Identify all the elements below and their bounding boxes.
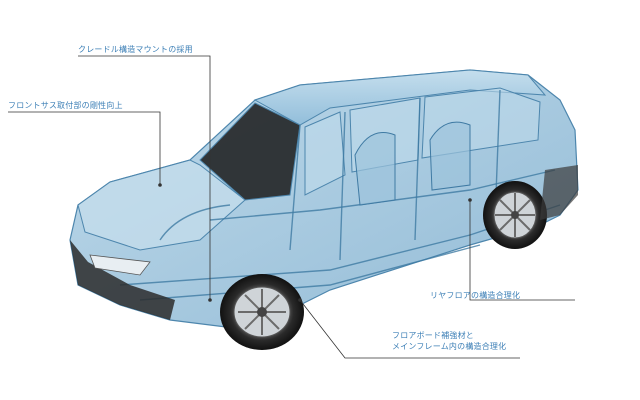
car-roof [253,69,547,126]
leader-dots [158,183,472,302]
rear-wheel [483,181,547,249]
leader-cradle [78,55,211,300]
annotation-front-suspension: フロントサス取付部の剛性向上 [8,101,123,110]
hood [77,159,246,251]
headlight [89,254,151,276]
annotation-floor-board-line1: フロアボード補強材と [392,331,474,340]
leader-lines [8,55,575,359]
annotation-rear-floor: リヤフロアの構造合理化 [430,291,521,300]
annotation-floor-board: フロアボード補強材と メインフレーム内の構造合理化 [392,330,506,352]
leader-floor [299,299,520,359]
side-window-front [304,111,346,196]
annotation-floor-board-line2: メインフレーム内の構造合理化 [392,342,507,351]
windshield [199,102,301,201]
front-grille [70,240,175,320]
leader-rear [469,200,575,301]
leader-front [8,111,161,185]
rear-bumper [540,165,578,220]
seats [354,121,471,206]
annotation-cradle-mount: クレードル構造マウントの採用 [78,45,193,54]
front-wheel [220,274,304,350]
